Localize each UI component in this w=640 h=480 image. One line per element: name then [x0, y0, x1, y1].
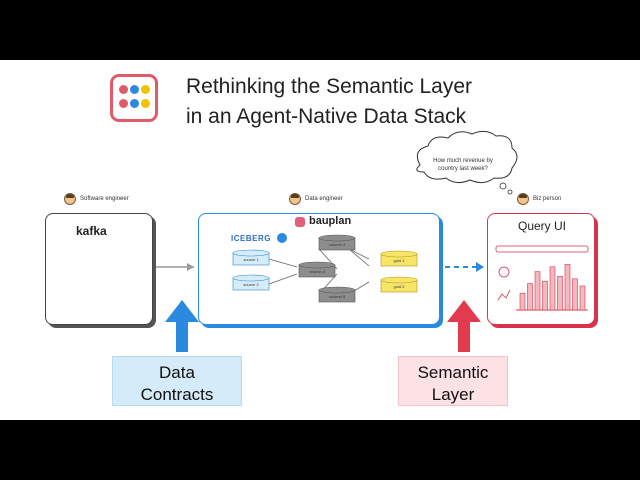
biz-person-avatar	[517, 193, 529, 205]
pipeline-node: gold 2	[380, 276, 418, 293]
query-chart-bar	[557, 276, 563, 311]
top-letterbox	[0, 0, 640, 60]
kafka-box: kafka	[45, 213, 153, 325]
data-engineer-avatar	[289, 193, 301, 205]
slide-canvas: Rethinking the Semantic Layer in an Agen…	[0, 60, 640, 420]
query-chart-bar	[534, 271, 541, 311]
semantic-layer-callout: Semantic Layer	[398, 356, 508, 406]
bottom-letterbox	[0, 420, 640, 480]
data-engineer-label: Data engineer	[305, 196, 343, 202]
data-contracts-callout: Data Contracts	[112, 356, 242, 406]
data-contracts-line-2: Contracts	[140, 385, 214, 404]
logo-dot	[130, 85, 139, 94]
pipeline-node: column 5	[318, 286, 356, 303]
title-line-2: in an Agent-Native Data Stack	[186, 105, 467, 128]
query-chart-bar	[527, 283, 533, 311]
query-chart-bar	[549, 266, 556, 311]
pipeline-node: gold 1	[380, 250, 418, 267]
data-contracts-arrow	[165, 300, 199, 352]
pipeline-node-label: source 1	[243, 257, 259, 262]
query-chart-bar	[564, 264, 571, 311]
title-line-1: Rethinking the Semantic Layer	[186, 75, 472, 98]
query-chart-bar	[542, 280, 548, 311]
query-ui-label: Query UI	[517, 219, 566, 233]
pipeline-node: column 3	[298, 261, 336, 278]
speech-bubble-shape	[416, 130, 518, 184]
logo-dot	[119, 99, 128, 108]
semantic-layer-line-2: Layer	[431, 385, 475, 404]
iceberg-label: ICEBERG	[231, 234, 271, 243]
speech-bubble-line-1: How much revenue by	[433, 158, 493, 164]
bauplan-box: bauplan ICEBERG source 1 source 2 column 3…	[198, 213, 440, 325]
software-engineer-label: Software engineer	[80, 196, 129, 202]
pipeline-nodes: source 1 source 2 column 3 column 4 column 5…	[232, 234, 418, 303]
semantic-layer-line-1: Semantic	[417, 363, 489, 382]
software-engineer-avatar	[64, 193, 76, 205]
query-trend-icon	[497, 289, 511, 301]
speech-bubble-tail	[507, 189, 513, 195]
logo-dot	[141, 99, 150, 108]
query-ui-box: Query UI	[487, 213, 595, 325]
logo-dot	[130, 99, 139, 108]
bauplan-icon	[295, 217, 305, 227]
flow-arrow-kafka-bauplan-head	[187, 263, 194, 271]
pipeline-node: source 1	[232, 249, 270, 266]
query-chart-bar	[572, 278, 578, 311]
logo-icon	[110, 74, 158, 122]
pipeline-node-label: gold 1	[394, 258, 406, 263]
kafka-label: kafka	[76, 224, 107, 238]
query-chart-bar	[579, 285, 586, 311]
flow-arrow-bauplan-query-head	[476, 262, 484, 272]
data-contracts-line-1: Data	[159, 363, 195, 382]
query-pie-icon	[498, 266, 510, 278]
slide-title: Rethinking the Semantic Layer in an Agen…	[186, 72, 526, 132]
logo-dot	[141, 85, 150, 94]
pipeline-node-label: column 4	[329, 242, 346, 247]
query-ui-chart	[495, 245, 589, 311]
speech-bubble-tail	[499, 182, 507, 190]
pipeline-node-label: gold 2	[394, 284, 406, 289]
biz-person-label: Biz person	[533, 196, 562, 202]
speech-bubble-line-2: country last week?	[438, 166, 488, 172]
pipeline-node: column 4	[318, 234, 356, 251]
logo-dot	[119, 85, 128, 94]
pipeline-node-label: column 3	[309, 269, 326, 274]
semantic-layer-arrow	[447, 300, 481, 352]
pipeline-node-label: source 2	[243, 282, 259, 287]
pipeline-node: source 2	[232, 274, 270, 291]
query-search-bar	[495, 245, 589, 253]
iceberg-icon	[277, 233, 287, 243]
bauplan-label: bauplan	[309, 215, 352, 227]
speech-bubble-text: How much revenue by country last week?	[418, 157, 508, 173]
query-chart-bar	[519, 292, 526, 311]
pipeline-node-label: column 5	[329, 294, 346, 299]
